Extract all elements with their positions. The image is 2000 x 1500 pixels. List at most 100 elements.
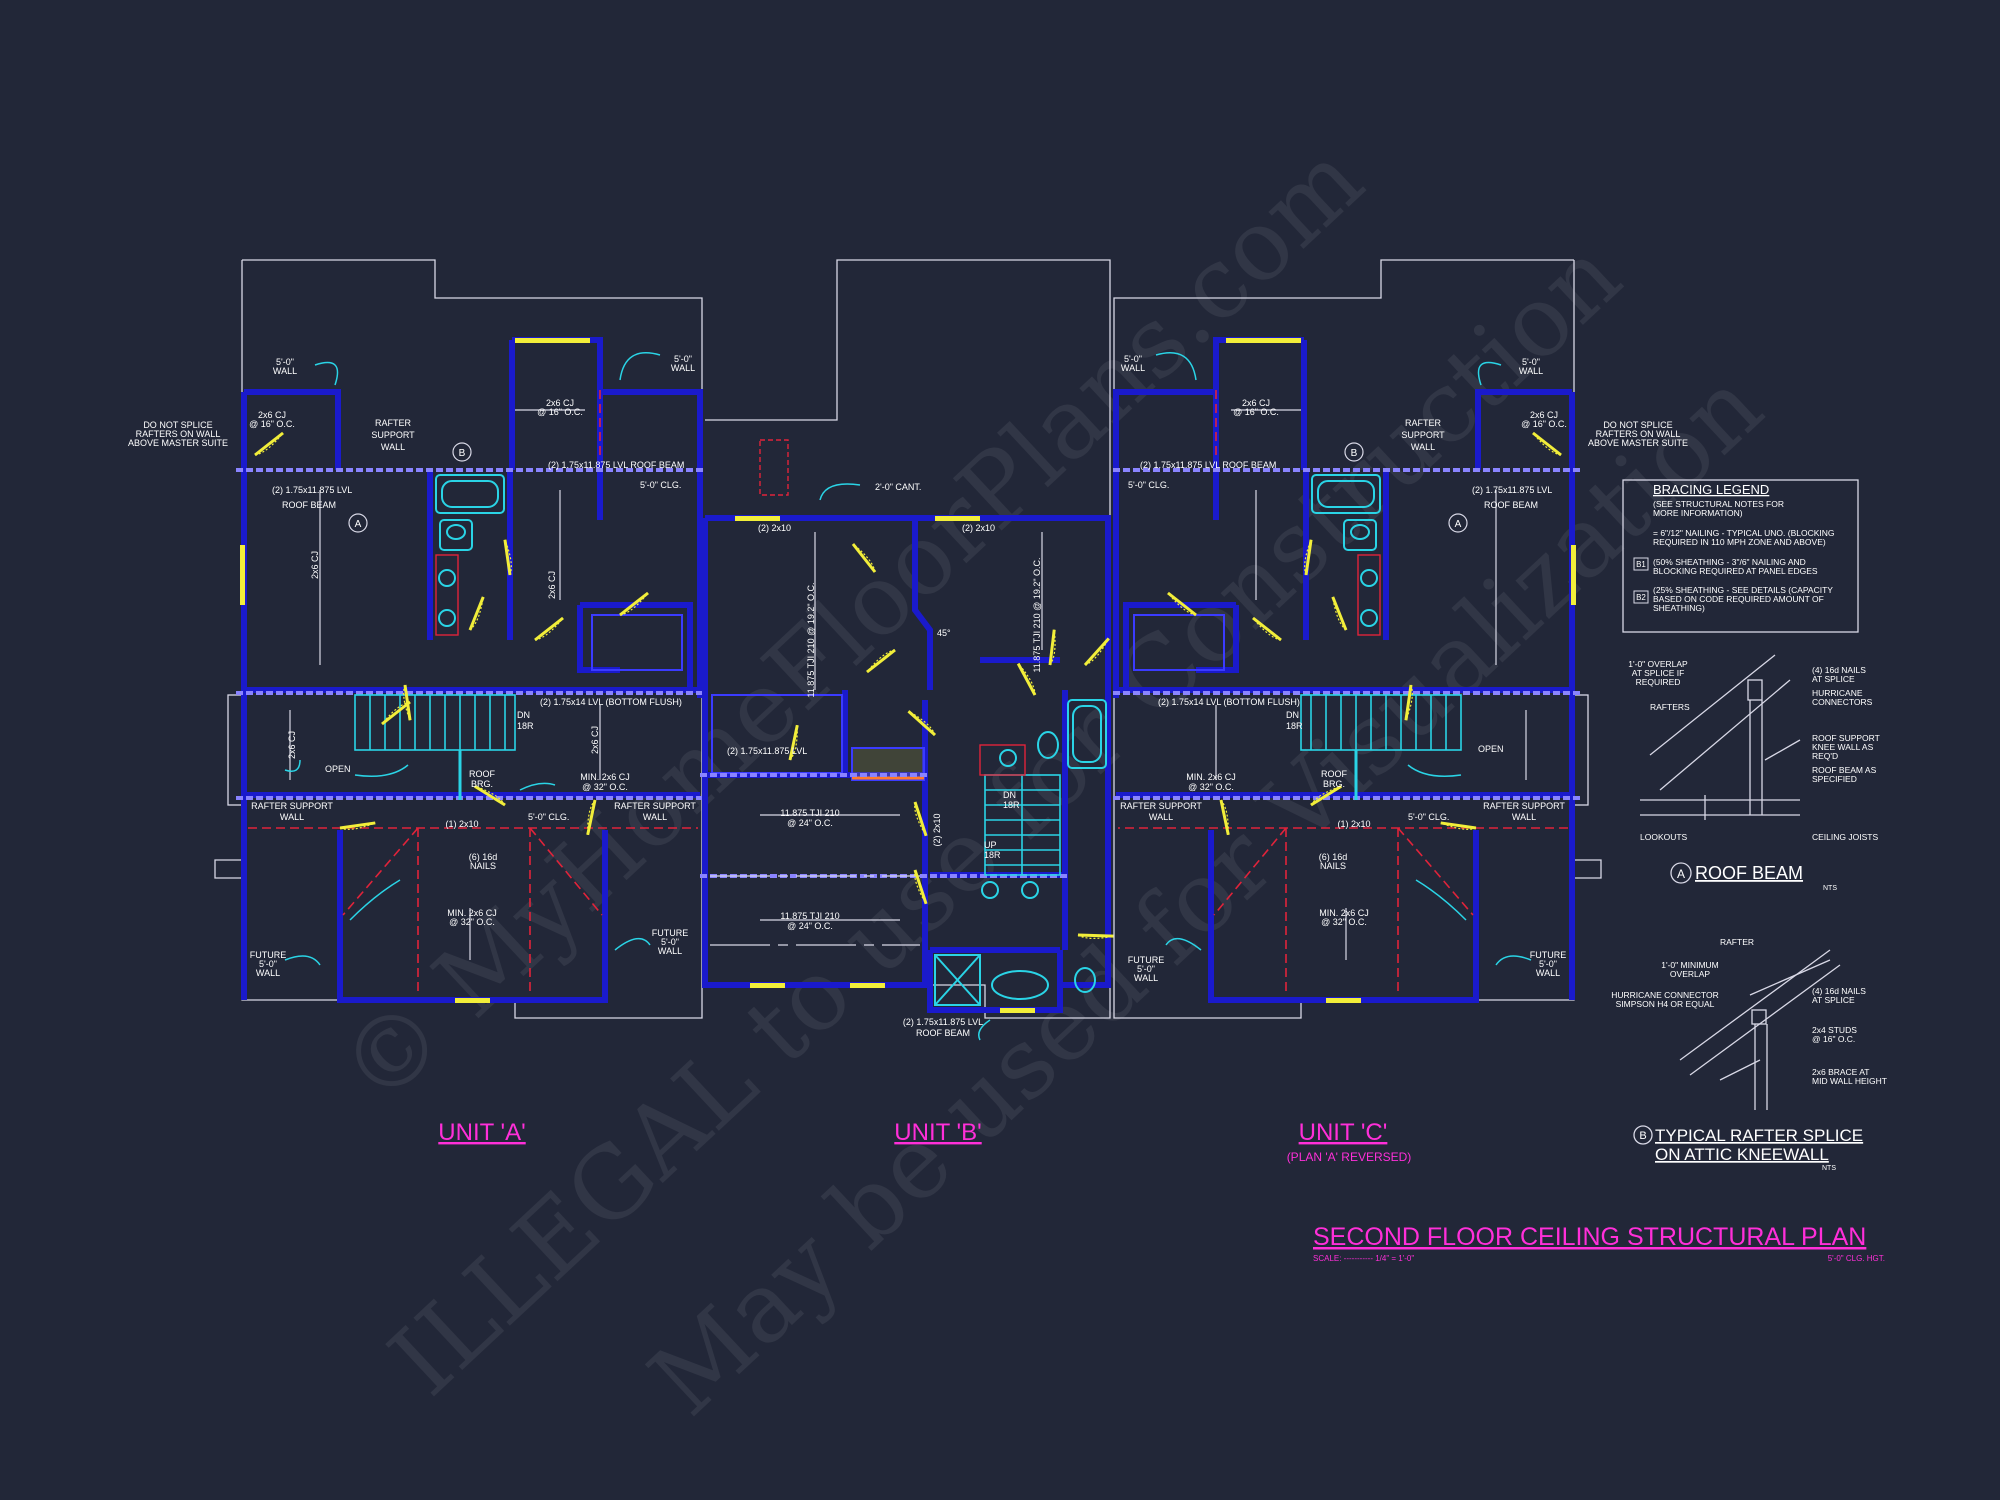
detail-b-title-2: ON ATTIC KNEEWALL: [1655, 1145, 1829, 1164]
svg-text:ROOF: ROOF: [1321, 769, 1348, 779]
svg-text:2x6 CJ: 2x6 CJ: [546, 398, 574, 408]
unit-c-label: UNIT 'C': [1299, 1119, 1388, 1146]
svg-text:(2) 1.75x11.875 LVL ROOF BEAM: (2) 1.75x11.875 LVL ROOF BEAM: [1140, 460, 1276, 470]
svg-text:HURRICANE CONNECTOR: HURRICANE CONNECTOR: [1611, 990, 1719, 1000]
svg-text:@ 16" O.C.: @ 16" O.C.: [249, 419, 295, 429]
svg-text:11.875 TJI 210 @ 19.2" O.C.: 11.875 TJI 210 @ 19.2" O.C.: [806, 582, 816, 697]
svg-text:@ 16" O.C.: @ 16" O.C.: [537, 407, 583, 417]
svg-text:@ 16" O.C.: @ 16" O.C.: [1233, 407, 1279, 417]
svg-text:RAFTER SUPPORT: RAFTER SUPPORT: [614, 801, 696, 811]
svg-text:@ 24" O.C.: @ 24" O.C.: [787, 818, 833, 828]
svg-text:@ 24" O.C.: @ 24" O.C.: [787, 921, 833, 931]
svg-text:5'-0": 5'-0": [1522, 357, 1540, 367]
svg-text:ROOF SUPPORT: ROOF SUPPORT: [1812, 733, 1880, 743]
svg-text:FUTURE: FUTURE: [250, 950, 287, 960]
svg-text:FUTURE: FUTURE: [1128, 955, 1165, 965]
svg-text:@ 32" O.C.: @ 32" O.C.: [449, 917, 495, 927]
svg-text:(6) 16d: (6) 16d: [1319, 852, 1348, 862]
svg-text:WALL: WALL: [1121, 363, 1145, 373]
svg-text:A: A: [1677, 867, 1685, 881]
svg-text:WALL: WALL: [1536, 968, 1560, 978]
svg-text:B: B: [1639, 1130, 1646, 1142]
svg-text:@ 32" O.C.: @ 32" O.C.: [582, 782, 628, 792]
unit-c-notes: B A 5'-0" WALL 5'-0" WALL 2x6 CJ @ 16" O…: [1120, 354, 1688, 983]
svg-text:HURRICANE: HURRICANE: [1812, 688, 1863, 698]
svg-text:SHEATHING): SHEATHING): [1653, 603, 1705, 613]
svg-text:B: B: [459, 448, 466, 459]
svg-text:B: B: [1351, 448, 1358, 459]
svg-text:(2) 2x10: (2) 2x10: [932, 813, 942, 846]
svg-text:5'-0": 5'-0": [1137, 964, 1155, 974]
svg-text:5'-0" CLG.: 5'-0" CLG.: [1408, 812, 1449, 822]
svg-text:RAFTER: RAFTER: [1720, 937, 1754, 947]
plan-ceiling-height: 5'-0" CLG. HGT.: [1828, 1254, 1885, 1263]
svg-text:RAFTER: RAFTER: [375, 418, 412, 428]
svg-text:CONNECTORS: CONNECTORS: [1812, 697, 1873, 707]
svg-text:WALL: WALL: [643, 812, 667, 822]
svg-text:(4) 16d NAILS: (4) 16d NAILS: [1812, 986, 1866, 996]
svg-text:@ 16" O.C.: @ 16" O.C.: [1521, 419, 1567, 429]
svg-text:2x6 CJ: 2x6 CJ: [590, 726, 600, 754]
svg-text:2x6 CJ: 2x6 CJ: [258, 410, 286, 420]
svg-text:UP: UP: [984, 840, 997, 850]
svg-text:RAFTER SUPPORT: RAFTER SUPPORT: [1483, 801, 1565, 811]
svg-text:OVERLAP: OVERLAP: [1670, 969, 1710, 979]
svg-text:WALL: WALL: [280, 812, 304, 822]
svg-text:ABOVE MASTER SUITE: ABOVE MASTER SUITE: [1588, 438, 1688, 448]
plan-title: SECOND FLOOR CEILING STRUCTURAL PLAN: [1313, 1223, 1866, 1251]
svg-text:WALL: WALL: [381, 442, 405, 452]
svg-text:5'-0": 5'-0": [674, 354, 692, 364]
svg-text:(2) 2x10: (2) 2x10: [962, 523, 995, 533]
svg-text:5'-0": 5'-0": [1539, 959, 1557, 969]
svg-text:RAFTERS ON WALL: RAFTERS ON WALL: [1596, 429, 1681, 439]
svg-text:DO NOT SPLICE: DO NOT SPLICE: [1603, 420, 1672, 430]
svg-text:(6) 16d: (6) 16d: [469, 852, 498, 862]
svg-text:WALL: WALL: [1512, 812, 1536, 822]
svg-text:NAILS: NAILS: [1320, 861, 1346, 871]
svg-text:5'-0" CLG.: 5'-0" CLG.: [528, 812, 569, 822]
svg-text:= 6"/12" NAILING - TYPICAL UNO: = 6"/12" NAILING - TYPICAL UNO. (BLOCKIN…: [1653, 528, 1835, 538]
svg-text:18R: 18R: [1286, 721, 1303, 731]
svg-text:2x6 CJ: 2x6 CJ: [547, 571, 557, 599]
svg-text:RAFTERS: RAFTERS: [1650, 702, 1690, 712]
svg-text:BLOCKING REQUIRED AT PANEL EDG: BLOCKING REQUIRED AT PANEL EDGES: [1653, 566, 1818, 576]
unit-c-plan: [1111, 259, 1602, 1019]
svg-text:ROOF BEAM: ROOF BEAM: [1484, 500, 1538, 510]
svg-text:@ 32" O.C.: @ 32" O.C.: [1188, 782, 1234, 792]
svg-text:(2) 1.75x11.875 LVL: (2) 1.75x11.875 LVL: [903, 1017, 983, 1027]
svg-text:1'-0" MINIMUM: 1'-0" MINIMUM: [1661, 960, 1719, 970]
svg-text:ROOF BEAM: ROOF BEAM: [916, 1028, 970, 1038]
svg-text:CEILING JOISTS: CEILING JOISTS: [1812, 832, 1878, 842]
detail-rafter-splice: RAFTER 1'-0" MINIMUM OVERLAP HURRICANE C…: [1611, 937, 1887, 1172]
svg-text:2x6 BRACE AT: 2x6 BRACE AT: [1812, 1067, 1869, 1077]
svg-text:@ 32" O.C.: @ 32" O.C.: [1321, 917, 1367, 927]
svg-text:(2) 2x10: (2) 2x10: [758, 523, 791, 533]
svg-text:5'-0" CLG.: 5'-0" CLG.: [640, 480, 681, 490]
svg-text:18R: 18R: [517, 721, 534, 731]
svg-text:WALL: WALL: [1134, 973, 1158, 983]
svg-text:AT SPLICE: AT SPLICE: [1812, 674, 1855, 684]
svg-text:ROOF BEAM AS: ROOF BEAM AS: [1812, 765, 1877, 775]
sheet-title: SECOND FLOOR CEILING STRUCTURAL PLAN SCA…: [1313, 1223, 1885, 1263]
svg-text:REQUIRED: REQUIRED: [1636, 677, 1681, 687]
svg-text:NTS: NTS: [1822, 1165, 1836, 1172]
svg-text:SIMPSON H4 OR EQUAL: SIMPSON H4 OR EQUAL: [1616, 999, 1715, 1009]
svg-text:MIN. 2x6 CJ: MIN. 2x6 CJ: [580, 772, 630, 782]
svg-text:11.875 TJI 210 @ 19.2" O.C.: 11.875 TJI 210 @ 19.2" O.C.: [1032, 557, 1042, 672]
svg-text:2x6 CJ: 2x6 CJ: [287, 731, 297, 759]
svg-text:BASED ON CODE REQUIRED AMOUNT: BASED ON CODE REQUIRED AMOUNT OF: [1653, 594, 1824, 604]
unit-c-sublabel: (PLAN 'A' REVERSED): [1287, 1150, 1412, 1164]
svg-text:A: A: [355, 519, 362, 530]
svg-text:KNEE WALL AS: KNEE WALL AS: [1812, 742, 1874, 752]
svg-text:(SEE STRUCTURAL NOTES FOR: (SEE STRUCTURAL NOTES FOR: [1653, 499, 1784, 509]
bracing-legend-title: BRACING LEGEND: [1653, 482, 1769, 497]
svg-text:(50% SHEATHING - 3"/6" NAILING: (50% SHEATHING - 3"/6" NAILING AND: [1653, 557, 1806, 567]
svg-text:5'-0": 5'-0": [1124, 354, 1142, 364]
unit-a-plan: B A 5'-0" WALL 5'-0" WALL 2x6 CJ @ 16" O…: [128, 259, 705, 1019]
svg-text:@ 16" O.C.: @ 16" O.C.: [1812, 1034, 1855, 1044]
svg-text:WALL: WALL: [658, 946, 682, 956]
svg-text:(2) 1.75x11.875 LVL: (2) 1.75x11.875 LVL: [727, 746, 807, 756]
svg-text:DN: DN: [1003, 790, 1016, 800]
